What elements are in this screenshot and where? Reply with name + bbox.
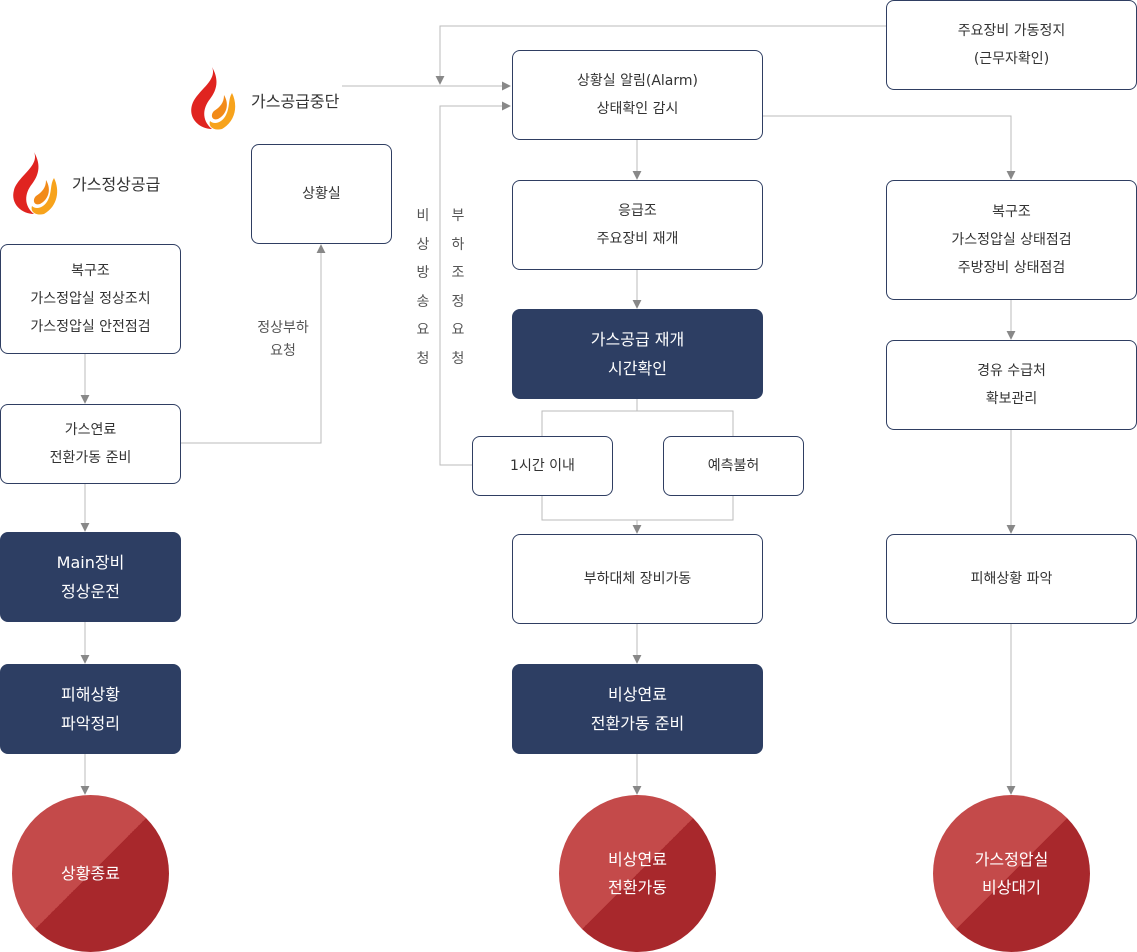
box-line: 확보관리: [985, 391, 1038, 407]
box-line: 전환가동 준비: [49, 450, 132, 466]
load-adjust-label: 부 하 조 정 요 청: [450, 202, 466, 373]
circle-line: 비상대기: [982, 877, 1041, 897]
supply-stop-title: 가스공급중단: [251, 92, 340, 111]
box-line: 경유 수급처: [977, 363, 1046, 379]
box-line: 피해상황 파악: [970, 571, 1053, 587]
box-line: Main장비: [56, 553, 125, 572]
char: 부: [451, 208, 465, 224]
box-line: (근무자확인): [973, 51, 1050, 67]
char: 청: [416, 350, 430, 367]
center-end-circle: 비상연료 전환가동: [559, 795, 716, 952]
box-line: 주방장비 상태점검: [957, 260, 1066, 276]
within-hour-box: 1시간 이내: [472, 436, 613, 496]
char: 비: [416, 208, 430, 224]
box-line: 상태확인 감시: [596, 101, 679, 117]
box-line: 복구조: [71, 263, 110, 279]
left-damage-box: 피해상황 파악정리: [0, 664, 181, 754]
label-line: 정상부하: [257, 320, 309, 336]
flame-icon: [191, 67, 236, 130]
char: 청: [451, 350, 465, 367]
box-line: 전환가동 준비: [590, 714, 685, 733]
right-end-circle: 가스정압실 비상대기: [933, 795, 1090, 952]
box-line: 응급조: [618, 203, 657, 219]
supply-resume-box: 가스공급 재개 시간확인: [512, 309, 763, 399]
box-line: 부하대체 장비가동: [583, 571, 692, 587]
left-fuel-box: 가스연료 전환가동 준비: [0, 404, 181, 484]
box-line: 1시간 이내: [510, 458, 575, 474]
box-line: 시간확인: [608, 359, 667, 378]
char: 정: [451, 293, 465, 310]
flame-icon: [13, 152, 58, 215]
char: 상: [416, 236, 430, 253]
box-line: 파악정리: [61, 714, 120, 733]
box-line: 가스정압실 상태점검: [951, 232, 1072, 248]
circle-line: 전환가동: [608, 877, 667, 897]
char: 하: [451, 236, 465, 253]
box-line: 가스연료: [64, 422, 117, 438]
char: 조: [451, 265, 465, 281]
normal-load-request-label: 정상부하 요청: [245, 317, 321, 363]
circle-line: 상황종료: [61, 863, 120, 883]
right-recovery-box: 복구조 가스정압실 상태점검 주방장비 상태점검: [886, 180, 1137, 300]
label-line: 요청: [270, 343, 296, 359]
char: 방: [416, 265, 430, 281]
load-replace-box: 부하대체 장비가동: [512, 534, 763, 624]
box-line: 가스정압실 안전점검: [30, 319, 151, 335]
diesel-supply-box: 경유 수급처 확보관리: [886, 340, 1137, 430]
control-room-box: 상황실: [251, 144, 392, 244]
emergency-broadcast-label: 비 상 방 송 요 청: [415, 202, 431, 373]
right-damage-box: 피해상황 파악: [886, 534, 1137, 624]
box-line: 비상연료: [608, 685, 667, 704]
normal-supply-title: 가스정상공급: [72, 175, 161, 194]
emergency-team-box: 응급조 주요장비 재개: [512, 180, 763, 270]
box-line: 피해상황: [61, 685, 120, 704]
box-line: 예측불허: [707, 458, 760, 474]
box-line: 가스정압실 정상조치: [30, 291, 151, 307]
box-line: 주요장비 재개: [596, 231, 679, 247]
box-line: 주요장비 가동정지: [957, 23, 1066, 39]
box-line: 가스공급 재개: [590, 330, 685, 349]
circle-line: 비상연료: [608, 849, 667, 869]
box-line: 정상운전: [61, 582, 120, 601]
left-recovery-box: 복구조 가스정압실 정상조치 가스정압실 안전점검: [0, 244, 181, 354]
equipment-stop-box: 주요장비 가동정지 (근무자확인): [886, 0, 1137, 90]
box-line: 복구조: [992, 204, 1031, 220]
circle-line: 가스정압실: [974, 849, 1049, 869]
char: 요: [451, 322, 465, 338]
unpredictable-box: 예측불허: [663, 436, 804, 496]
char: 요: [416, 322, 430, 338]
box-line: 상황실: [302, 186, 341, 202]
alarm-box: 상황실 알림(Alarm) 상태확인 감시: [512, 50, 763, 140]
left-end-circle: 상황종료: [12, 795, 169, 952]
left-main-box: Main장비 정상운전: [0, 532, 181, 622]
char: 송: [416, 293, 430, 310]
emergency-fuel-box: 비상연료 전환가동 준비: [512, 664, 763, 754]
box-line: 상황실 알림(Alarm): [577, 73, 698, 89]
